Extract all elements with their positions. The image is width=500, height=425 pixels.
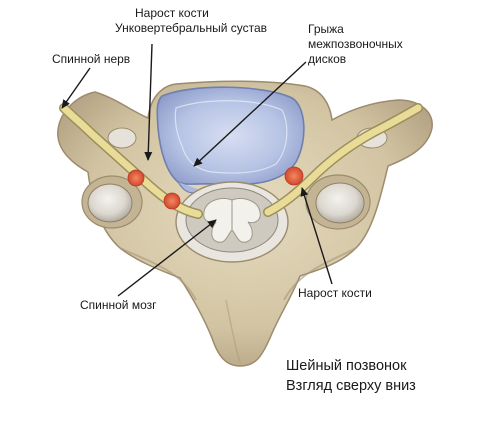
- pointer-bone-spur-right: [300, 187, 333, 285]
- spinal-nerve-right: [263, 103, 423, 217]
- label-herniation-line1: Грыжа: [308, 22, 344, 36]
- label-herniation: Грыжа межпозвоночных дисков: [308, 22, 403, 67]
- label-spinal-cord: Спинной мозг: [80, 298, 157, 312]
- left-foramen: [81, 175, 143, 229]
- spinal-canal: [175, 181, 289, 263]
- label-herniation-line3: дисков: [308, 52, 347, 66]
- pointer-bone-spur-top: [144, 43, 153, 161]
- left-upper-foramen: [107, 127, 137, 149]
- bone-spur-left-upper: [127, 169, 145, 187]
- label-bone-spur-top: Нарост кости Унковертебральный сустав: [115, 6, 267, 36]
- caption-line1: Шейный позвонок: [286, 358, 407, 374]
- caption-line2: Взгляд сверху вниз: [286, 378, 416, 394]
- bone-spur-right: [284, 166, 304, 186]
- right-foramen: [305, 174, 371, 230]
- pointer-spinal-nerve: [61, 67, 91, 109]
- label-bone-spur-top-line1: Нарост кости: [135, 6, 209, 20]
- pointer-lines: [61, 43, 333, 297]
- caption: Шейный позвонок Взгляд сверху вниз: [286, 356, 416, 396]
- label-bone-spur-top-line2: Унковертебральный сустав: [115, 21, 268, 35]
- label-bone-spur-right: Нарост кости: [298, 286, 372, 300]
- pointer-spinal-cord: [117, 219, 217, 297]
- bone-spur-left-lower: [163, 192, 181, 210]
- label-herniation-line2: межпозвоночных: [308, 37, 403, 51]
- label-spinal-nerve: Спинной нерв: [52, 52, 131, 66]
- bone-spurs: [127, 166, 304, 210]
- pointer-herniation: [193, 61, 307, 167]
